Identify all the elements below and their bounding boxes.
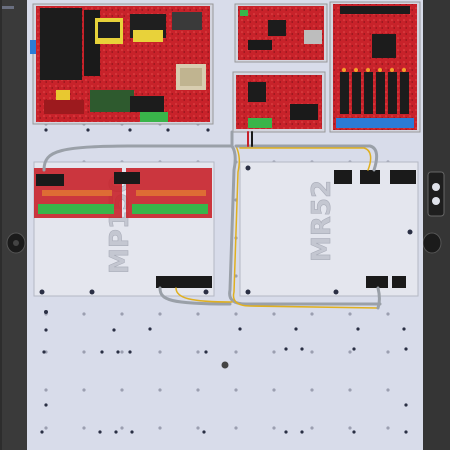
- mr52-plate: [239, 161, 419, 297]
- relay-board: [329, 1, 421, 133]
- mr52-label: MR52: [307, 180, 337, 262]
- relay-interface-board: [232, 71, 326, 133]
- power-supply-board: [30, 3, 214, 125]
- right-lock: [427, 171, 445, 217]
- mr52-terminals: [334, 170, 416, 288]
- controller-board: [234, 3, 328, 63]
- wiring-harness: [42, 130, 382, 310]
- mp150-relay-boards: [34, 168, 212, 218]
- right-latch: [422, 232, 442, 254]
- mp150-bottom-terminals: [156, 276, 212, 288]
